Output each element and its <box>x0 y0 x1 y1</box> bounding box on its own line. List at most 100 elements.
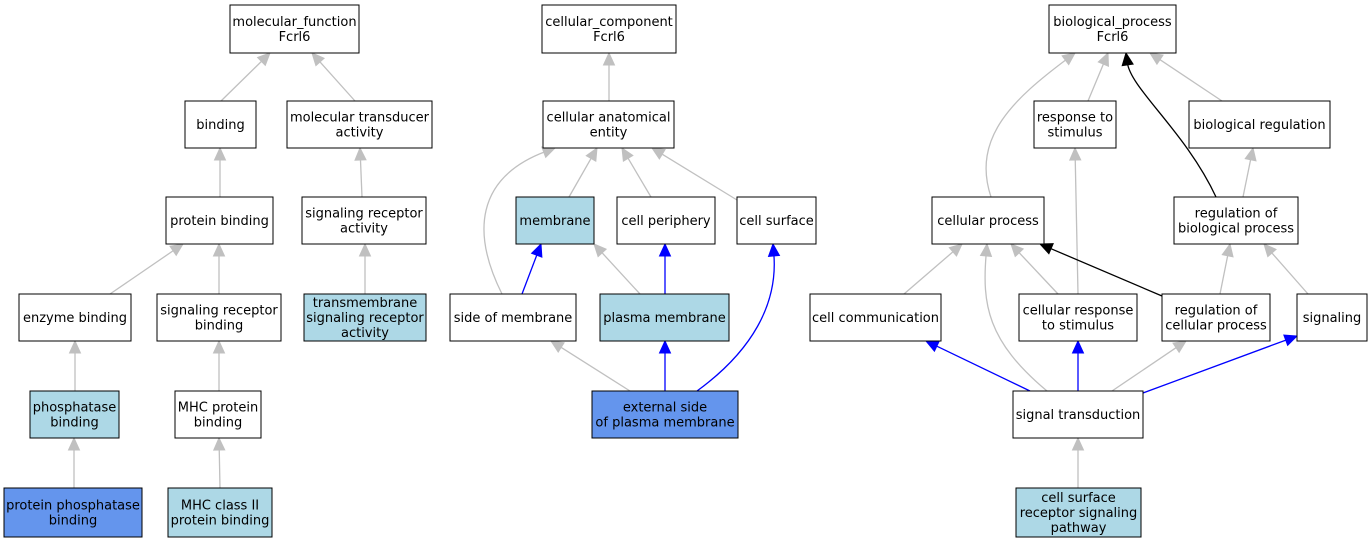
edge-pm-to-cper <box>658 242 672 294</box>
edge-arrowhead <box>212 242 226 257</box>
edge-cae-to-cc <box>602 51 616 101</box>
edge-srb-to-pb <box>212 242 226 294</box>
edge-line <box>1219 253 1229 295</box>
edge-line <box>600 250 641 295</box>
edge-arrowhead <box>767 242 781 257</box>
node-label: signal transduction <box>1016 408 1141 423</box>
edge-arrowhead <box>354 146 367 161</box>
edge-arrowhead <box>541 146 557 159</box>
node-box <box>167 487 273 538</box>
edge-st-to-rcp <box>1111 340 1187 392</box>
edge-line <box>1074 157 1079 295</box>
node-label: cell surface <box>1041 491 1116 506</box>
node-box <box>286 100 433 149</box>
edge-line <box>1087 61 1105 102</box>
edge-cproc-to-bp <box>985 52 1076 198</box>
edge-arrowhead <box>1121 51 1134 67</box>
node-label: binding <box>196 118 244 133</box>
node-box <box>616 196 716 245</box>
edge-line <box>985 58 1068 198</box>
edge-arrowhead <box>979 242 993 257</box>
node-csurf: cell surface <box>736 196 817 245</box>
node-label: cellular anatomical <box>547 111 671 126</box>
node-box <box>591 390 739 439</box>
edge-line <box>220 59 264 102</box>
node-label: binding <box>195 319 243 334</box>
edge-line <box>521 253 539 295</box>
node-box <box>541 4 677 54</box>
node-ccom: cell communication <box>809 293 942 342</box>
node-box <box>1188 100 1331 149</box>
edge-st-to-sig <box>1142 334 1299 394</box>
edge-line <box>1048 247 1163 297</box>
edge-sig-to-rbp <box>1263 243 1309 295</box>
node-box <box>184 100 257 149</box>
edge-arrowhead <box>1071 436 1085 451</box>
edge-arrowhead <box>658 339 672 354</box>
edge-tsra-to-sra <box>358 242 372 294</box>
edge-espm-to-csurf <box>696 242 781 392</box>
node-label: entity <box>590 126 628 141</box>
node-label: protein binding <box>171 514 270 529</box>
edge-arrowhead <box>549 340 565 353</box>
edge-arrowhead <box>169 243 184 257</box>
edge-arrowhead <box>1071 339 1085 354</box>
edge-arrowhead <box>585 146 598 162</box>
node-box <box>3 487 143 538</box>
edge-st-to-cproc <box>979 242 1048 392</box>
node-box <box>1015 487 1142 538</box>
edge-eb-to-pb <box>109 243 184 295</box>
node-label: phosphatase <box>33 401 117 416</box>
node-box <box>599 293 730 342</box>
node-st: signal transduction <box>1012 390 1144 439</box>
edge-arrowhead <box>1283 334 1299 347</box>
edge-line <box>1126 62 1217 198</box>
edge-arrowhead <box>68 339 82 354</box>
node-label: binding <box>49 514 97 529</box>
node-label: response to <box>1037 111 1113 126</box>
node-label: pathway <box>1051 521 1107 536</box>
node-label: plasma membrane <box>603 311 726 326</box>
edge-mem-to-cae <box>568 146 598 198</box>
edge-line <box>696 253 775 392</box>
node-pb: protein binding <box>165 196 274 245</box>
edge-arrowhead <box>1263 243 1277 258</box>
node-box <box>1018 293 1138 342</box>
edge-rcp-to-cproc <box>1038 243 1163 297</box>
edge-arrowhead <box>1172 340 1187 354</box>
node-box <box>1033 100 1117 149</box>
node-label: Fcrl6 <box>593 30 625 45</box>
edge-cper-to-cae <box>621 146 652 198</box>
edge-rbp-to-breg <box>1242 146 1257 198</box>
edge-arrowhead <box>1244 146 1257 162</box>
edge-rbp-to-bp <box>1121 51 1217 198</box>
node-label: cellular process <box>1165 319 1267 334</box>
edge-arrowhead <box>1221 242 1234 258</box>
edge-line <box>1017 250 1059 295</box>
edge-breg-to-bp <box>1149 52 1223 102</box>
edge-arrowhead <box>1097 51 1109 67</box>
node-label: receptor signaling <box>1020 506 1138 521</box>
node-label: cellular process <box>937 214 1039 229</box>
edge-arrowhead <box>650 147 666 160</box>
node-box <box>449 293 577 342</box>
node-label: MHC class II <box>181 499 259 514</box>
edge-csurf-to-cae <box>650 147 738 201</box>
edge-arrowhead <box>924 340 940 353</box>
edge-crts-to-rts <box>1068 146 1082 295</box>
node-label: cellular response <box>1023 304 1134 319</box>
edge-st-to-crts <box>1071 339 1085 391</box>
edge-espm-to-pm <box>658 339 672 391</box>
node-label: binding <box>50 416 98 431</box>
edge-arrowhead <box>948 243 963 257</box>
node-box <box>542 100 675 149</box>
